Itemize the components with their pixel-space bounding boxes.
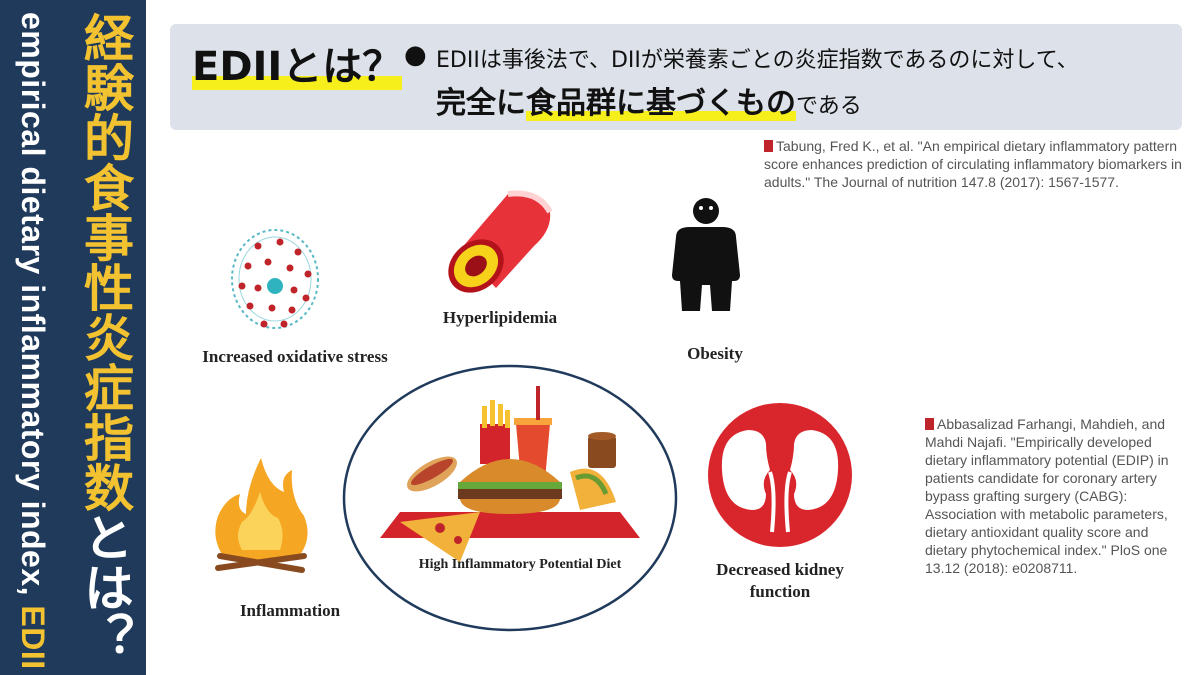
reference-1: Tabung, Fred K., et al. "An empirical di… xyxy=(764,137,1184,191)
reference-2: Abbasalizad Farhangi, Mahdieh, and Mahdi… xyxy=(925,415,1190,577)
page-title-text: EDIIとは？ xyxy=(192,44,403,90)
label-obesity: Obesity xyxy=(687,344,743,363)
label-inflammation: Inflammation xyxy=(239,601,341,620)
definition-line-1: EDIIは事後法で、DIIが栄養素ごとの炎症指数であるのに対して、 xyxy=(436,48,1079,73)
definition-line-2-end: である xyxy=(796,94,862,119)
label-hyperlipidemia: Hyperlipidemia xyxy=(442,308,558,327)
definition-line-2: 完全に食品群に基づくものである xyxy=(436,78,862,122)
label-diet: High Inflammatory Potential Diet xyxy=(418,557,622,572)
book-icon xyxy=(764,140,773,152)
label-oxidative-stress: Increased oxidative stress xyxy=(202,347,388,366)
artery-icon xyxy=(448,190,553,293)
definition-line-2-start: 完全に xyxy=(436,86,526,121)
oxidative-cell-icon xyxy=(231,229,319,329)
vertical-japanese-title: 経験的食事性炎症指数とは？ xyxy=(76,12,134,662)
japanese-title-suffix: とは？ xyxy=(76,512,134,662)
sidebar-banner: empirical dietary inflammatory index, ED… xyxy=(0,0,146,675)
english-title-abbrev: EDII xyxy=(15,605,51,670)
kidney-icon xyxy=(708,403,852,547)
reference-2-text: Abbasalizad Farhangi, Mahdieh, and Mahdi… xyxy=(925,416,1169,576)
flame-icon xyxy=(215,458,308,573)
page-title: EDIIとは？ xyxy=(192,34,403,92)
japanese-title-text: 経験的食事性炎症指数 xyxy=(76,12,134,512)
definition-highlight: 食品群に基づくもの xyxy=(526,86,796,121)
diet-circle xyxy=(342,364,678,632)
book-icon xyxy=(925,418,934,430)
vertical-english-title: empirical dietary inflammatory index, ED… xyxy=(14,12,51,670)
obesity-person-icon xyxy=(672,198,740,311)
label-kidney-function: Decreased kidney function xyxy=(716,560,844,601)
bullet-dot: ● xyxy=(404,40,427,70)
reference-1-text: Tabung, Fred K., et al. "An empirical di… xyxy=(764,138,1182,190)
english-title-text: empirical dietary inflammatory index, xyxy=(15,12,51,606)
definition-header: EDIIとは？ ● EDIIは事後法で、DIIが栄養素ごとの炎症指数であるのに対… xyxy=(170,24,1182,130)
